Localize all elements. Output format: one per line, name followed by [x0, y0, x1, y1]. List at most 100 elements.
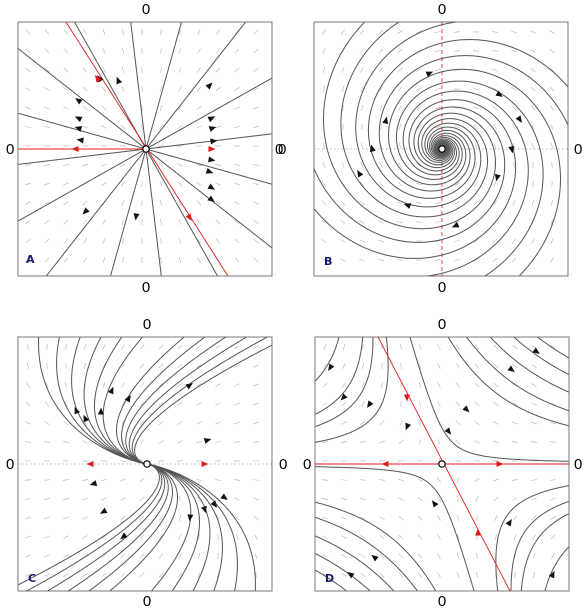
- direction-field-arrow: [196, 363, 202, 369]
- direction-field-arrow: [43, 126, 51, 128]
- direction-field-arrow: [321, 479, 329, 481]
- direction-field-arrow: [234, 497, 240, 501]
- direction-field-arrow: [196, 383, 202, 387]
- trajectory-curve: [151, 573, 166, 592]
- direction-field-arrow: [83, 257, 87, 263]
- direction-field-arrow: [434, 259, 442, 261]
- direction-field-arrow: [44, 497, 50, 501]
- direction-field-arrow: [139, 477, 145, 483]
- direction-field-arrow: [141, 104, 143, 112]
- direction-field-arrow: [63, 535, 69, 539]
- direction-field-arrow: [253, 515, 259, 521]
- direction-field-arrow: [378, 67, 384, 73]
- direction-field-arrow: [198, 533, 200, 541]
- panel-d-equilibrium-point: [438, 460, 446, 468]
- trajectory-curve: [510, 503, 563, 591]
- trajectory-curve: [129, 148, 147, 207]
- direction-field-arrow: [340, 219, 346, 225]
- trajectory-curve: [92, 337, 102, 355]
- direction-field-arrow: [549, 86, 555, 92]
- flow-arrowhead: [76, 137, 84, 144]
- direction-field-arrow: [63, 67, 69, 73]
- panel-b-tick-bottom: 0: [438, 279, 446, 296]
- direction-field-arrow: [253, 421, 259, 425]
- direction-field-arrow: [101, 535, 107, 539]
- direction-field-arrow: [531, 421, 537, 425]
- direction-field-arrow: [44, 182, 50, 186]
- flow-arrowhead: [208, 156, 216, 163]
- direction-field-arrow: [416, 105, 422, 111]
- direction-field-arrow: [359, 200, 365, 206]
- direction-field-arrow: [416, 68, 422, 72]
- direction-field-arrow: [398, 534, 404, 540]
- direction-field-arrow: [398, 553, 404, 559]
- direction-field-arrow: [177, 125, 183, 129]
- direction-field-arrow: [359, 29, 365, 35]
- direction-field-arrow: [514, 571, 516, 579]
- direction-field-arrow: [159, 124, 163, 130]
- panel-b-tick-top: 0: [438, 1, 446, 18]
- direction-field-arrow: [435, 68, 441, 72]
- direction-field-arrow: [379, 86, 383, 92]
- direction-field-arrow: [197, 257, 201, 263]
- direction-field-arrow: [253, 383, 259, 387]
- direction-field-arrow: [418, 344, 422, 350]
- direction-field-arrow: [495, 533, 497, 541]
- flow-arrowhead: [205, 167, 214, 174]
- direction-field-arrow: [158, 344, 164, 350]
- direction-field-arrow: [63, 219, 69, 225]
- trajectory-curve: [110, 206, 131, 276]
- direction-field-arrow: [121, 219, 125, 225]
- panel-c-tick-bottom: 0: [143, 593, 151, 610]
- direction-field-arrow: [217, 552, 219, 560]
- direction-field-arrow: [82, 67, 88, 73]
- direction-field-arrow: [139, 344, 145, 350]
- direction-field-arrow: [159, 105, 163, 111]
- direction-field-arrow: [121, 344, 125, 350]
- trajectory-curve: [561, 423, 569, 427]
- trajectory-curve: [74, 21, 117, 97]
- direction-field-arrow: [323, 142, 325, 150]
- direction-field-arrow: [82, 516, 88, 520]
- trajectory-curve: [234, 574, 238, 591]
- direction-field-arrow: [178, 572, 182, 578]
- direction-field-arrow: [160, 218, 162, 226]
- direction-field-arrow: [63, 106, 69, 110]
- direction-field-arrow: [25, 401, 31, 407]
- trajectory-curve: [93, 148, 147, 179]
- direction-field-arrow: [252, 441, 260, 443]
- direction-field-arrow: [416, 49, 422, 53]
- trajectory-curve: [145, 119, 199, 150]
- direction-field-arrow: [254, 553, 258, 559]
- direction-field-arrow: [513, 534, 517, 540]
- direction-field-arrow: [434, 240, 442, 242]
- direction-field-arrow: [234, 219, 240, 225]
- direction-field-arrow: [549, 49, 555, 53]
- direction-field-arrow: [342, 344, 346, 350]
- trajectory-curve: [171, 573, 184, 592]
- direction-field-arrow: [196, 478, 202, 482]
- panel-a-tick-bottom: 0: [142, 279, 150, 296]
- direction-field-arrow: [512, 440, 518, 444]
- direction-field-arrow: [141, 123, 143, 131]
- trajectory-curve: [471, 343, 570, 412]
- direction-field-arrow: [531, 497, 537, 501]
- direction-field-arrow: [341, 421, 347, 425]
- direction-field-arrow: [121, 67, 125, 73]
- direction-field-arrow: [512, 421, 518, 425]
- direction-field-arrow: [550, 516, 556, 520]
- direction-field-arrow: [415, 202, 423, 204]
- direction-field-arrow: [233, 164, 241, 166]
- direction-field-arrow: [550, 124, 554, 130]
- trajectory-curve: [145, 101, 184, 150]
- direction-field-arrow: [550, 238, 554, 244]
- direction-field-arrow: [121, 420, 125, 426]
- direction-field-arrow: [323, 344, 327, 350]
- direction-field-arrow: [196, 163, 202, 167]
- direction-field-arrow: [25, 201, 31, 205]
- trajectory-curve: [110, 336, 123, 355]
- direction-field-arrow: [63, 516, 69, 520]
- direction-field-arrow: [177, 105, 183, 111]
- direction-field-arrow: [234, 106, 240, 110]
- direction-field-arrow: [512, 344, 518, 350]
